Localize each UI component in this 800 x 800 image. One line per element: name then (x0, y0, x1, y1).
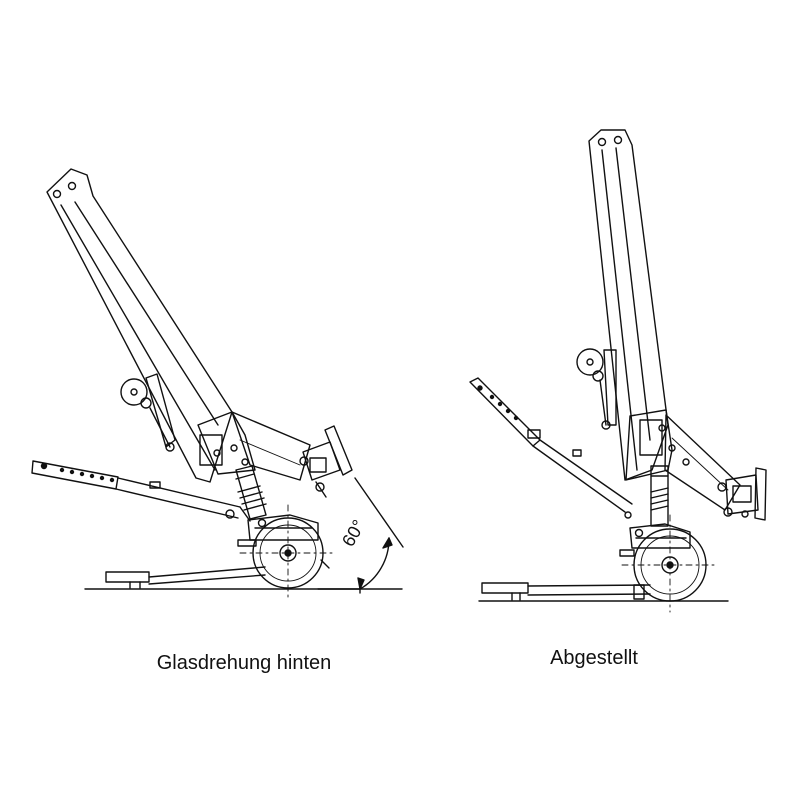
caption-left: Glasdrehung hinten (156, 652, 332, 674)
vacuum-head-left (299, 425, 353, 498)
wheel-right (619, 514, 719, 613)
chassis-body-left (247, 514, 319, 541)
chassis-body-right (624, 511, 691, 549)
outrigger-arm-right (469, 377, 633, 513)
vacuum-head-right (717, 467, 767, 521)
wheel-left (237, 504, 337, 601)
mast-column-right (650, 465, 669, 527)
cylinder-left (120, 373, 176, 452)
caption-right: Abgestellt (550, 647, 638, 669)
knuckle-arm-left (197, 411, 311, 481)
outrigger-arm-left (31, 460, 251, 522)
base-leg-right (481, 582, 651, 601)
main-boom-left (46, 168, 233, 483)
mast-column-left (235, 465, 267, 520)
angle-dimension-left (317, 477, 404, 594)
figure-left-glasdrehung (31, 168, 404, 601)
figure-right-abgestellt (469, 129, 767, 613)
cylinder-right (576, 348, 617, 430)
main-boom-right (588, 129, 669, 481)
base-leg-left (105, 566, 266, 589)
knuckle-arm-right (625, 409, 741, 511)
